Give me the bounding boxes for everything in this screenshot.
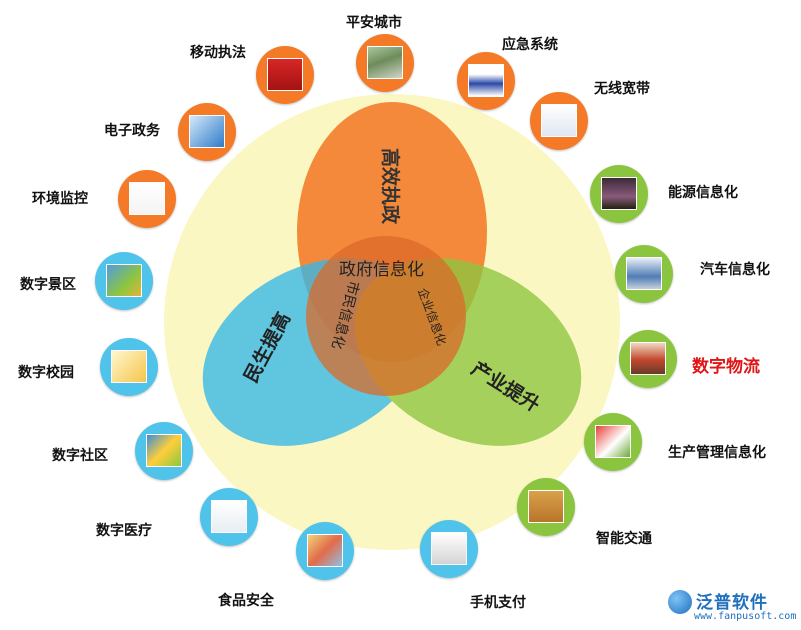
ring-node-label: 生产管理信息化: [668, 445, 766, 461]
ring-node-label: 移动执法: [190, 45, 246, 61]
ring-node: [530, 92, 588, 150]
ring-node: [619, 330, 677, 388]
ring-node-label: 数字景区: [20, 277, 76, 293]
city-traffic-photo-icon: [367, 46, 403, 79]
ring-node-label: 汽车信息化: [700, 262, 770, 278]
ring-node-label: 电子政务: [104, 123, 160, 139]
company-logo: 泛普软件 www.fanpusoft.com: [668, 588, 798, 628]
ring-node: [256, 46, 314, 104]
production-box-icon: [595, 425, 631, 458]
ring-node: [590, 165, 648, 223]
ring-node: [517, 478, 575, 536]
ring-node: [296, 522, 354, 580]
ring-node-label: 环境监控: [32, 191, 88, 207]
logo-mark-icon: [668, 590, 692, 614]
ring-node-label: 应急系统: [502, 37, 558, 53]
mobile-payment-icon: [431, 532, 467, 565]
ring-node: [615, 245, 673, 303]
ring-node: [118, 170, 176, 228]
ring-node: [584, 413, 642, 471]
ring-node-label: 无线宽带: [594, 81, 650, 97]
ring-node-label: 数字社区: [52, 448, 108, 464]
ring-node-label: 平安城市: [346, 15, 402, 31]
ring-node-label: 食品安全: [218, 593, 274, 609]
community-butterfly-icon: [146, 434, 182, 467]
logo-name: 泛普软件: [696, 593, 768, 613]
ring-node: [95, 252, 153, 310]
first-aid-kit-icon: [211, 500, 247, 533]
ring-node-label: 智能交通: [596, 531, 652, 547]
ring-node-label: 手机支付: [470, 595, 526, 611]
weather-station-icon: [129, 182, 165, 215]
ring-node: [200, 488, 258, 546]
logistics-trucks-photo-icon: [630, 342, 666, 375]
police-car-photo-icon: [468, 64, 504, 97]
ring-node-label: 数字医疗: [96, 523, 152, 539]
magnifier-document-icon: [189, 115, 225, 148]
top-lobe-label: 高效执政: [379, 148, 402, 225]
ring-node: [356, 34, 414, 92]
wifi-router-photo-icon: [541, 104, 577, 137]
ring-node-label: 能源信息化: [668, 185, 738, 201]
ring-node: [100, 338, 158, 396]
notepad-pencil-icon: [111, 350, 147, 383]
core-overlap: [306, 236, 466, 396]
ring-node-label: 数字校园: [18, 365, 74, 381]
logo-url: www.fanpusoft.com: [694, 611, 797, 622]
core-label: 政府信息化: [339, 260, 424, 280]
ring-node: [457, 52, 515, 110]
police-badge-icon: [267, 58, 303, 91]
globe-island-icon: [106, 264, 142, 297]
road-sign-icon: [528, 490, 564, 523]
ring-node: [135, 422, 193, 480]
ring-node-label: 数字物流: [692, 357, 760, 377]
power-plant-photo-icon: [601, 177, 637, 210]
ring-node: [178, 103, 236, 161]
truck-photo-icon: [626, 257, 662, 290]
food-safety-icon: [307, 534, 343, 567]
ring-node: [420, 520, 478, 578]
